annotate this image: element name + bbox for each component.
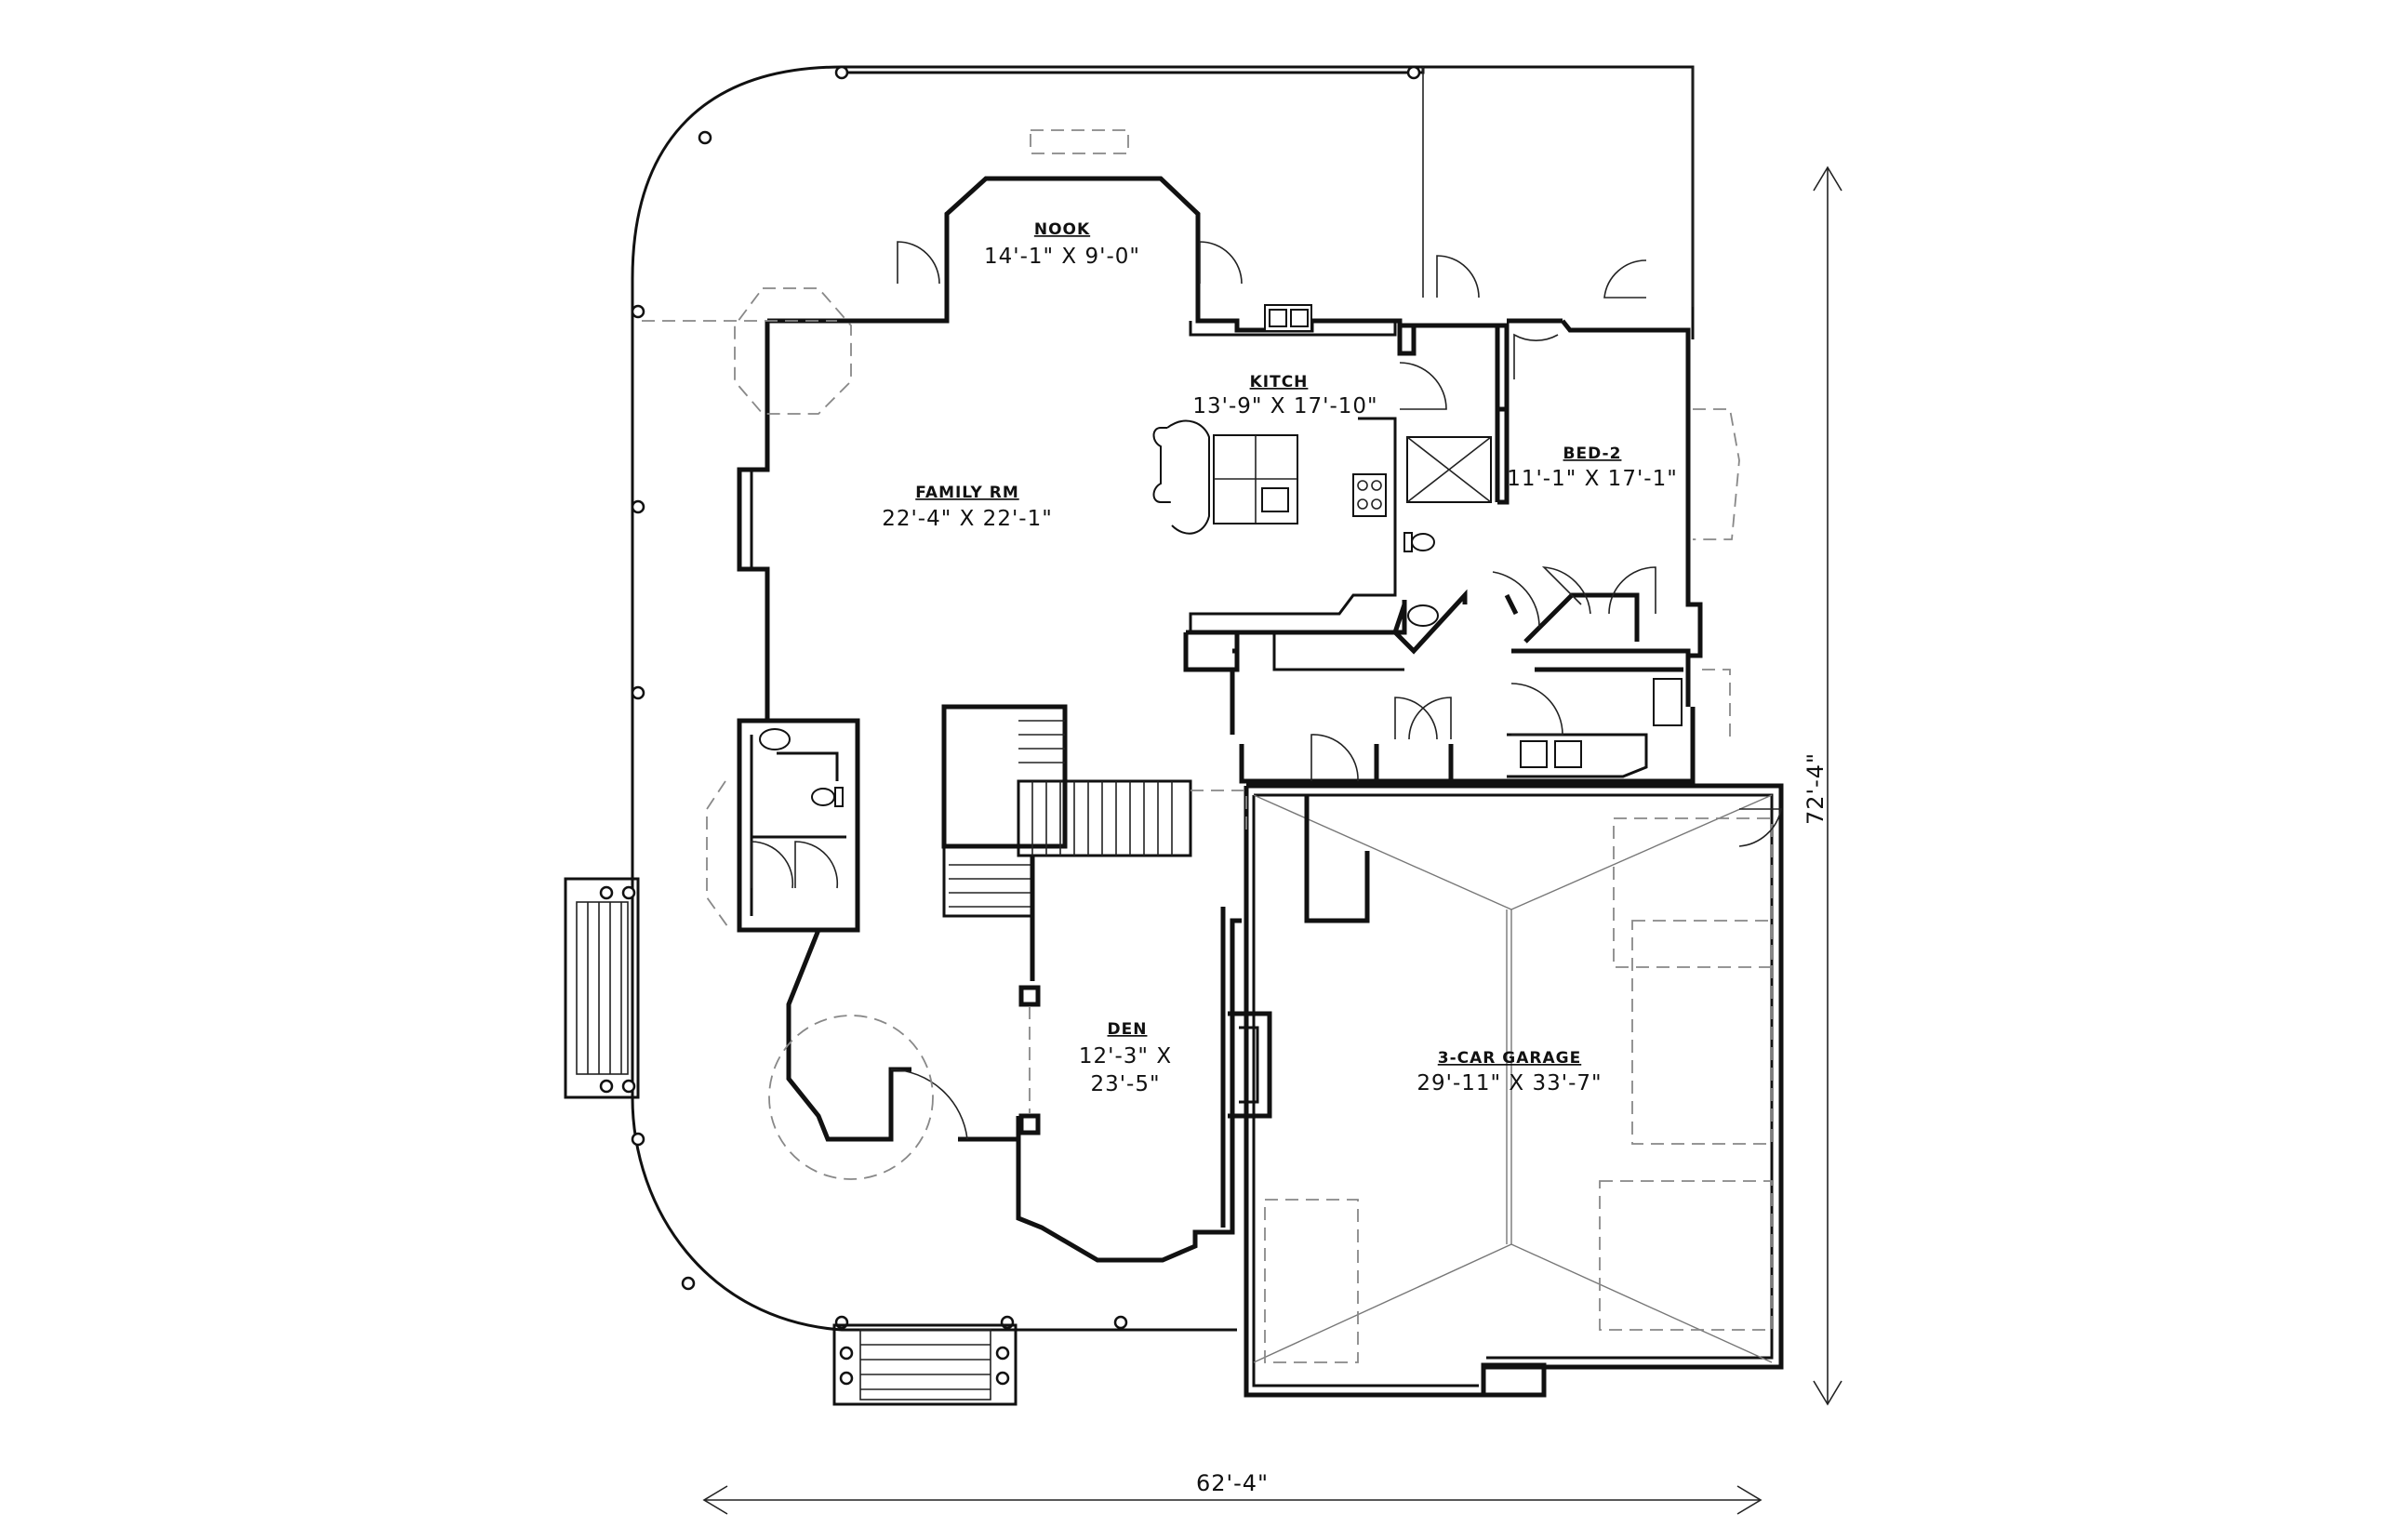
window-hints: [642, 129, 1740, 931]
staircase: [941, 704, 1192, 918]
room-size-kitchen: 13'-9" X 17'-10": [1192, 394, 1377, 418]
overall-width: 62'-4": [1196, 1470, 1269, 1496]
side-steps: [564, 877, 640, 1099]
room-size-bed2: 11'-1" X 17'-1": [1507, 467, 1678, 491]
room-labels: NOOK 14'-1" X 9'-0" KITCH 13'-9" X 17'-1…: [882, 220, 1678, 1096]
room-name-den: DEN: [1108, 1020, 1148, 1039]
porch: [631, 65, 1695, 1332]
room-size-family: 22'-4" X 22'-1": [882, 507, 1053, 531]
front-steps: [832, 1323, 1018, 1406]
depth-dimension-line: [1813, 166, 1842, 1406]
room-size-nook: 14'-1" X 9'-0": [984, 245, 1140, 269]
overall-dimensions: 62'-4" 72'-4": [702, 166, 1842, 1515]
room-name-garage: 3-CAR GARAGE: [1438, 1049, 1581, 1068]
room-name-nook: NOOK: [1034, 220, 1090, 239]
room-size-den-line1: 12'-3" X: [1079, 1044, 1172, 1069]
width-dimension-line: [702, 1485, 1762, 1515]
garage: [1244, 783, 1784, 1398]
room-size-den-line2: 23'-5": [1090, 1072, 1160, 1096]
room-name-family: FAMILY RM: [915, 484, 1018, 502]
overall-depth: 72'-4": [1802, 752, 1829, 825]
room-size-garage: 29'-11" X 33'-7": [1417, 1071, 1602, 1095]
fixtures: [759, 304, 1683, 807]
doors: [751, 241, 1782, 1180]
house-walls: [737, 176, 1703, 1263]
room-name-kitchen: KITCH: [1250, 373, 1309, 392]
room-name-bed2: BED-2: [1563, 445, 1622, 463]
